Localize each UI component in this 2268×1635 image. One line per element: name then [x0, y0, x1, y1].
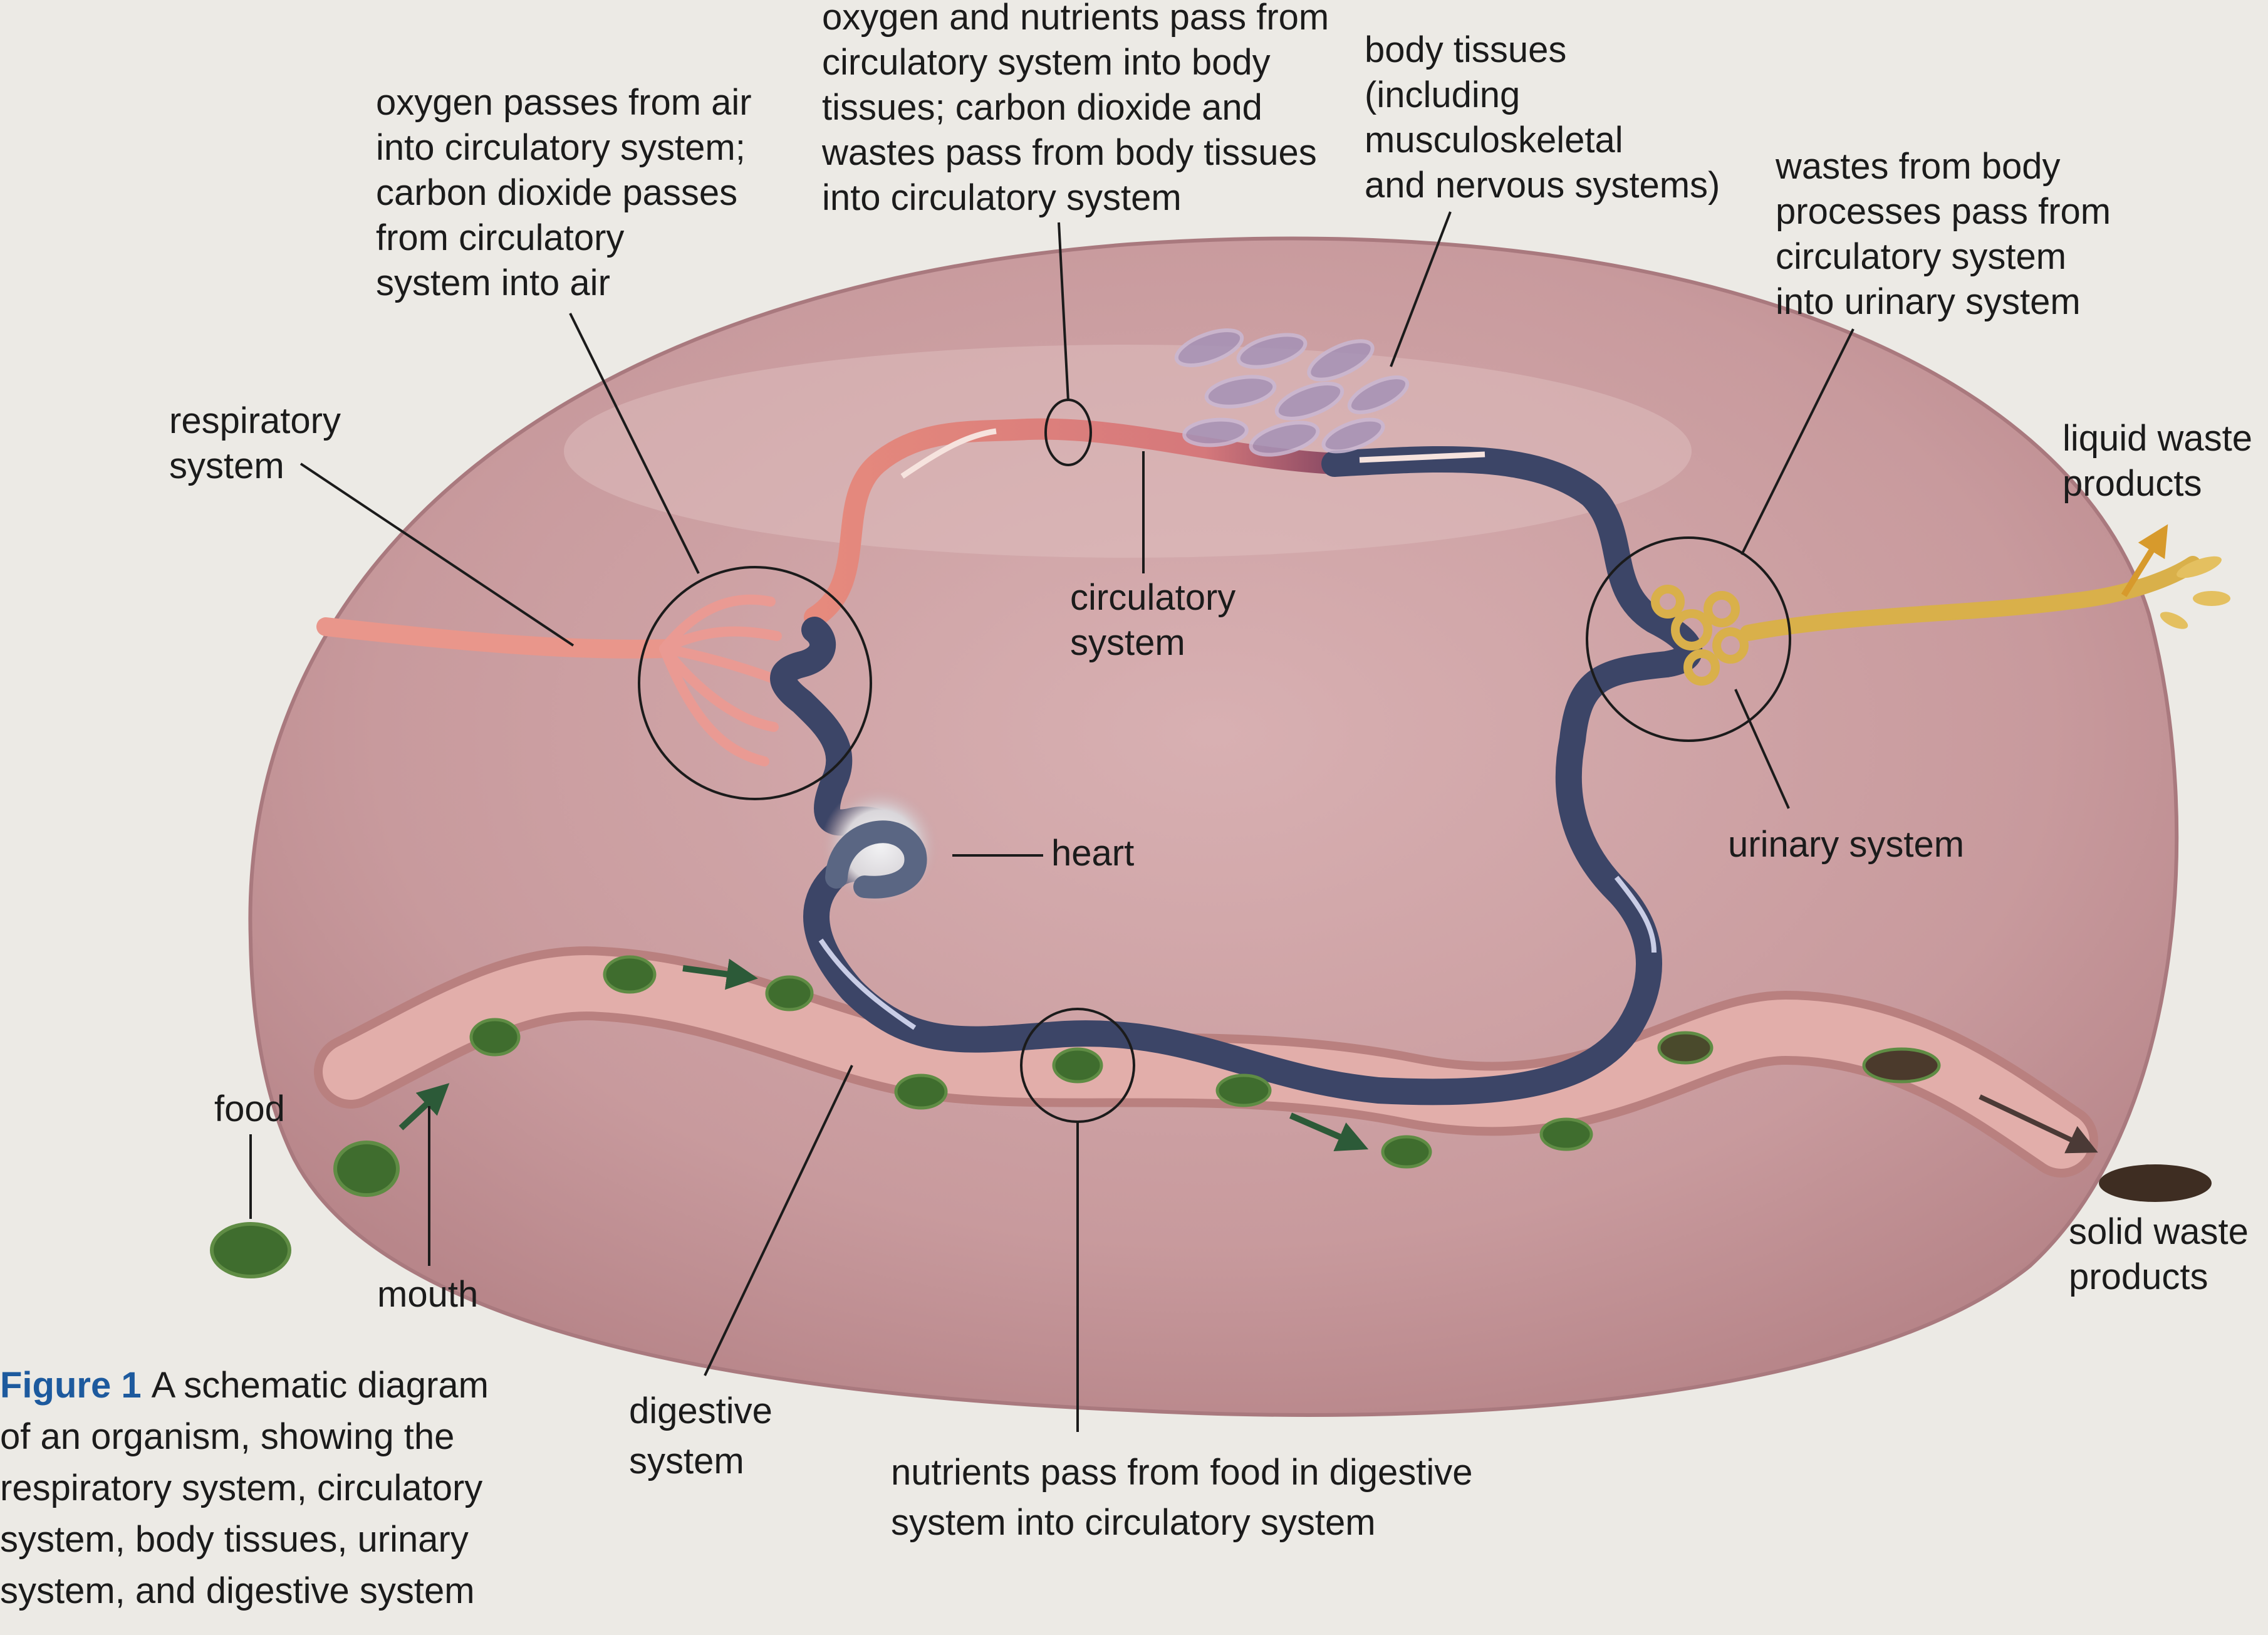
tissue-exchange-label: oxygen and nutrients pass from circulato… — [822, 0, 1329, 218]
circulatory-system-label: circulatory system — [1070, 577, 1236, 663]
oxygenated-vessel — [804, 418, 1345, 628]
digestive-system-label: digestive system — [629, 1391, 772, 1481]
food-label: food — [214, 1089, 285, 1129]
respiratory-alveoli — [659, 594, 782, 766]
liquid-waste-label: liquid waste products — [2063, 418, 2253, 504]
heart-loop — [825, 820, 927, 899]
body-highlight — [564, 345, 1692, 558]
heart-label: heart — [1051, 833, 1135, 874]
leader-lines — [249, 211, 1854, 1432]
airway — [316, 617, 674, 659]
digestive-tract-inner — [323, 955, 2089, 1169]
food-piece-outside-2 — [333, 1141, 400, 1197]
gas-exchange-circle — [638, 566, 872, 800]
figure-caption-text: A schematic diagram of an organism, show… — [0, 1365, 489, 1611]
food-in-gut — [469, 955, 1941, 1169]
urinary-duct — [1740, 556, 2201, 641]
figure-number: Figure 1 — [0, 1365, 142, 1406]
gas-exchange-label: oxygen passes from air into circulatory … — [376, 82, 752, 303]
respiratory-system-label: respiratory system — [169, 400, 341, 486]
body-tissue-cells — [1174, 328, 1410, 457]
liquid-waste-splash — [2160, 556, 2230, 629]
liquid-waste-arrow — [2121, 524, 2168, 597]
food-piece-outside-1 — [210, 1222, 291, 1278]
mouth-label: mouth — [377, 1274, 479, 1315]
nutrient-exchange-label: nutrients pass from food in digestive sy… — [891, 1452, 1473, 1543]
flow-arrow-vein-left — [818, 938, 917, 1030]
solid-waste-label: solid waste products — [2069, 1211, 2249, 1297]
urinary-exchange-label: wastes from body processes pass from cir… — [1776, 146, 2111, 322]
gut-flow-arrow-1 — [682, 958, 758, 990]
body-tissues-label: body tissues (including musculoskeletal … — [1365, 29, 1720, 206]
solid-waste-products — [2099, 1164, 2212, 1202]
flow-arrow-artery — [900, 428, 997, 479]
organism-body — [248, 236, 2179, 1417]
urinary-exchange-circle — [1586, 536, 1791, 742]
flow-arrow-vein-right — [1614, 875, 1657, 953]
urinary-glomerulus — [1651, 585, 1749, 686]
gut-flow-arrow-2 — [1289, 1112, 1369, 1151]
mouth-arrow — [398, 1083, 450, 1131]
solid-waste-arrow — [1979, 1094, 2098, 1154]
flow-arrow-vein-top — [1359, 451, 1485, 463]
urinary-system-label: urinary system — [1728, 824, 1965, 865]
